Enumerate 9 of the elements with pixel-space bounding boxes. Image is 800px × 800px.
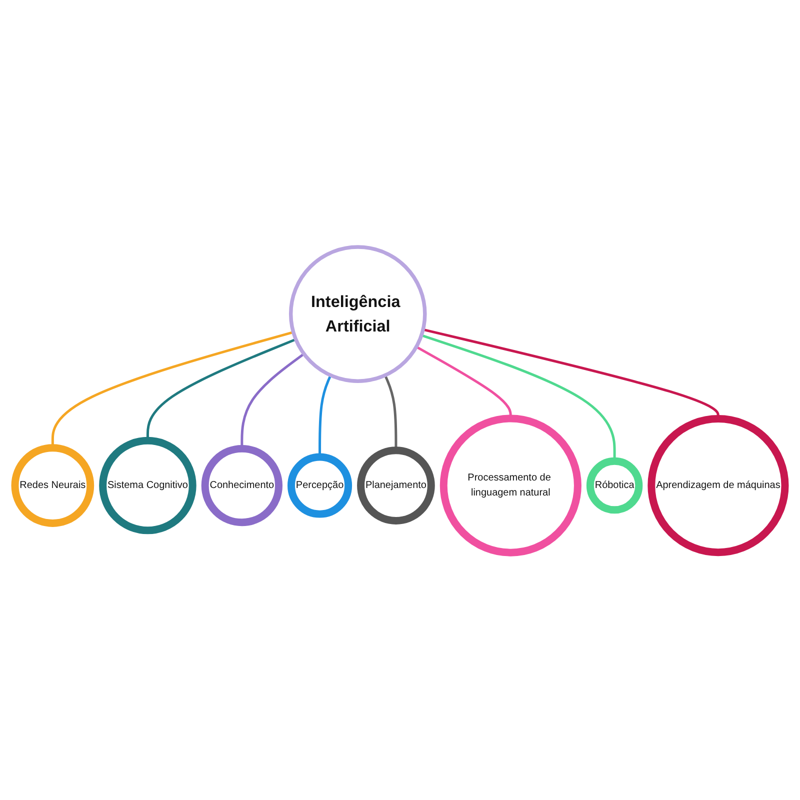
node-circle: Processamento de linguagem natural: [440, 414, 582, 557]
node-circle: Aprendizagem de máquinas: [648, 415, 789, 556]
node-circle: Percepção: [288, 453, 352, 518]
node-circle: Redes Neurais: [11, 444, 94, 528]
node-circle: Conhecimento: [201, 445, 283, 526]
node-circle: Róbotica: [586, 458, 643, 514]
node-circle: Inteligência Artificial: [288, 245, 427, 384]
node-circle: Planejamento: [357, 446, 435, 525]
node-circle: Sistema Cognitivo: [99, 437, 196, 534]
